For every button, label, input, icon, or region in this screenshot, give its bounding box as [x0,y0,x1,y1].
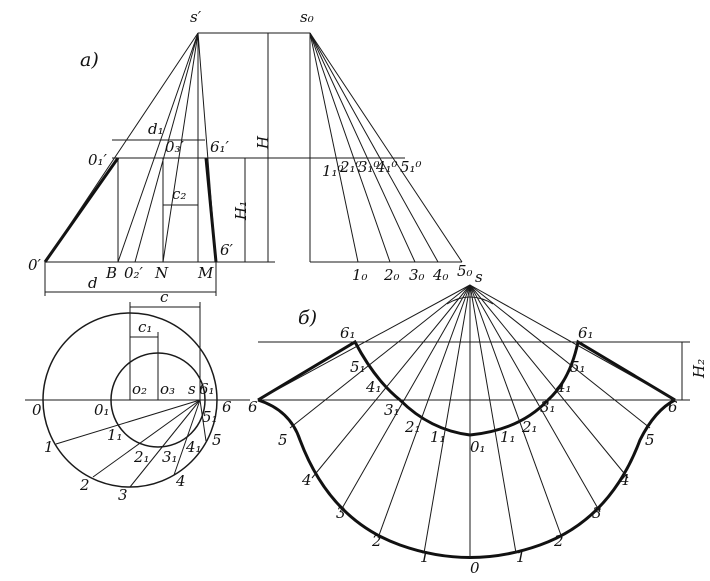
dev-inner-7: 1₁ [500,428,516,446]
outer-pt-6: 6 [222,398,232,416]
fig-label-b: б) [298,307,317,329]
label-H2: H₂ [690,359,708,379]
label-B: B [105,264,117,282]
base-proj-1: 1₀ [352,266,368,284]
dev-inner-12: 6₁ [578,324,594,342]
dev-inner-0: 6₁ [340,324,356,342]
dev-inner-6: 0₁ [470,438,486,456]
development-outer-curve [257,398,676,559]
development-ray [311,284,471,479]
dev-outer-4: 2 [371,532,382,550]
label-c2: c₂ [172,185,186,203]
development-rays [257,284,680,558]
base-proj-5: 5₀ [457,262,473,280]
dev-inner-11: 5₁ [570,358,586,376]
dev-inner-3: 3₁ [384,401,400,419]
top-proj-3: 3₁⁰ [358,158,380,176]
dev-outer-7: 1 [516,548,526,566]
development-ray [469,284,651,429]
label-apex: s′ [190,8,202,26]
development-ray [469,284,629,479]
label-base-left: 0′ [28,256,42,274]
outer-pt-4: 4 [175,472,186,490]
top-proj-2: 2₁⁰ [339,158,362,176]
dev-outer-8: 2 [553,532,564,550]
label-top-right: 6₁′ [210,138,230,156]
s0-generators [309,32,463,263]
development-ray [423,284,471,554]
top-proj-1: 1₁⁰ [322,162,344,180]
inner-pt-3: 3₁ [162,448,178,466]
dev-outer-1: 5 [278,431,288,449]
dev-outer-10: 4 [619,471,630,489]
dev-outer-5: 1 [420,548,430,566]
dev-inner-4: 2₁ [404,418,421,436]
label-o2-plan: o₂ [132,380,147,398]
label-M: M [197,264,214,282]
apex-arc [446,296,494,305]
development-view: б) s H₂ 6 5 4 3 2 1 0 1 2 3 4 5 6 6₁ 5₁ … [248,268,708,577]
dev-inner-1: 5₁ [350,358,366,376]
label-o2: 0₂′ [124,264,144,282]
dev-outer-0: 6 [248,398,258,416]
development-ray [377,284,471,539]
label-H: H [254,135,272,150]
label-base-right: 6′ [220,241,234,259]
base-proj-4: 4₀ [432,266,449,284]
label-o3-plan: o₃ [160,380,175,398]
top-proj-4: 4₁⁰ [375,158,398,176]
dev-inner-9: 3₁ [540,398,556,416]
label-top-center: 0₃′ [165,138,185,156]
outer-pt-2: 2 [79,476,90,494]
plan-rays [55,399,217,488]
dev-inner-5: 1₁ [430,428,446,446]
top-proj-5: 5₁⁰ [400,158,422,176]
label-d1: d₁ [148,120,164,138]
inner-pt-0: 0₁ [94,401,110,419]
outer-pt-3: 3 [118,486,128,504]
inner-pt-6: 6₁ [199,380,215,398]
label-c: c [160,288,169,306]
development-ray [469,284,517,554]
front-view: а) s′ s₀ 0′ 0₁′ 6₁′ 6′ 0₃′ B 0₂′ N M d d… [28,8,473,296]
development-ray [469,284,563,539]
base-proj-2: 2₀ [383,266,400,284]
dev-outer-3: 3 [336,504,346,522]
label-apex-dev: s [475,268,483,286]
outer-pt-1: 1 [44,438,54,456]
label-c1: c₁ [138,318,152,336]
label-apex-proj: s₀ [300,8,314,26]
dev-outer-2: 4 [301,471,312,489]
development-ray [289,284,471,429]
dev-outer-11: 5 [645,431,655,449]
dev-outer-9: 3 [592,504,602,522]
dev-outer-12: 6 [668,398,678,416]
label-N: N [154,264,169,282]
inner-pt-4: 4₁ [185,438,202,456]
label-s-plan: s [188,380,196,398]
development-ray [469,284,601,513]
development-inner-curve [257,339,676,437]
dev-inner-10: 4₁ [555,378,572,396]
fig-label-a: а) [80,49,99,71]
label-top-left: 0₁′ [88,151,108,169]
outer-pt-0: 0 [32,401,42,419]
base-proj-3: 3₀ [409,266,425,284]
dev-inner-2: 4₁ [365,378,382,396]
inner-pt-1: 1₁ [107,426,123,444]
inner-pt-5: 5₁ [202,408,218,426]
outer-pt-5: 5 [212,431,222,449]
label-H1: H₁ [232,201,250,221]
dev-inner-8: 2₁ [521,418,538,436]
front-view-generators [44,32,217,263]
inner-pt-2: 2₁ [133,448,150,466]
label-d: d [88,274,98,292]
plan-view: c c₁ o₂ o₃ s 0 1 2 3 4 5 6 0₁ 1₁ 2₁ 3₁ 4… [25,288,250,504]
development-ray [339,284,471,513]
dev-outer-6: 0 [470,559,480,577]
